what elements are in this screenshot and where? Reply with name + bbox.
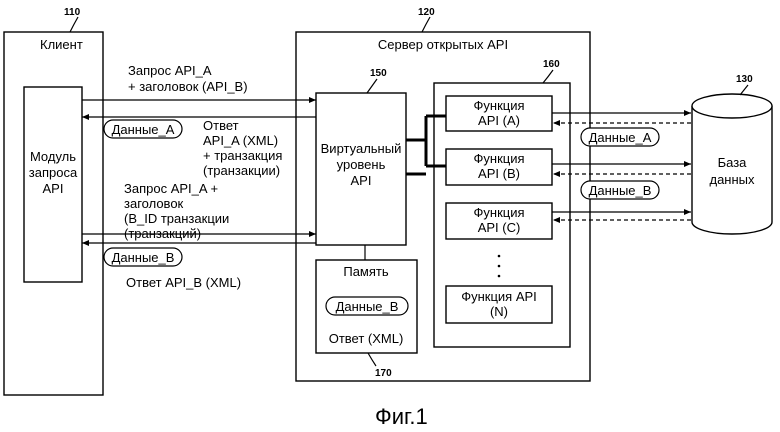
memory-response: Ответ (XML) (329, 331, 404, 346)
module-line-3: API (43, 181, 64, 196)
function-c-line-1: Функция (474, 205, 525, 220)
virtual-layer-line-2: уровень (337, 157, 386, 172)
ref-leader-client (70, 17, 78, 32)
ref-functions-group: 160 (543, 59, 560, 70)
function-b-line-2: API (B) (478, 166, 520, 181)
ref-memory: 170 (375, 368, 392, 379)
function-n-line-2: (N) (490, 304, 508, 319)
module-line-1: Модуль (30, 149, 76, 164)
request-ab-line-3: (B_ID транзакции (124, 211, 229, 226)
database-line-2: данных (709, 172, 755, 187)
figure-caption: Фиг.1 (375, 404, 428, 429)
memory-title: Память (343, 264, 389, 279)
response-a-line-3: + транзакция (203, 148, 282, 163)
response-a-line-4: (транзакции) (203, 163, 280, 178)
function-a-line-2: API (A) (478, 113, 520, 128)
response-a-line-2: API_A (XML) (203, 133, 278, 148)
request-a-line-2: + заголовок (API_B) (128, 79, 248, 94)
request-ab-line-1: Запрос API_A + (124, 181, 218, 196)
client-data-b-label: Данные_B (112, 250, 175, 265)
ref-client: 110 (64, 7, 81, 18)
response-b-label: Ответ API_B (XML) (126, 275, 241, 290)
function-n-line-1: Функция API (461, 289, 537, 304)
response-a-line-1: Ответ (203, 118, 239, 133)
virtual-layer-line-1: Виртуальный (321, 141, 402, 156)
function-c-line-2: API (C) (478, 220, 521, 235)
virtual-layer-line-3: API (351, 173, 372, 188)
db-data-a-label: Данные_A (589, 130, 652, 145)
module-line-2: запроса (29, 165, 78, 180)
function-a-line-1: Функция (474, 98, 525, 113)
db-data-b-label: Данные_B (589, 183, 652, 198)
function-c: Функция API (C) (446, 203, 552, 239)
server-title: Сервер открытых API (378, 37, 508, 52)
ref-database: 130 (736, 74, 753, 85)
database-line-1: База (718, 155, 748, 170)
function-b-line-1: Функция (474, 151, 525, 166)
function-a: Функция API (A) (446, 96, 552, 131)
virtual-api-layer: Виртуальный уровень API (316, 93, 406, 245)
function-n: Функция API (N) (446, 286, 552, 323)
request-ab-line-2: заголовок (124, 196, 184, 211)
client-data-a-label: Данные_A (112, 122, 175, 137)
client-title: Клиент (40, 37, 83, 52)
database-cylinder: База данных (692, 94, 772, 234)
api-request-module: Модуль запроса API (24, 87, 82, 282)
function-b: Функция API (B) (446, 149, 552, 185)
ref-virtual-layer: 150 (370, 68, 387, 79)
request-a-line-1: Запрос API_A (128, 63, 212, 78)
ref-leader-server (422, 17, 430, 32)
memory-block: Память Данные_B Ответ (XML) (316, 260, 417, 353)
ref-server: 120 (418, 7, 435, 18)
ref-leader-database (740, 85, 748, 95)
memory-data-b-label: Данные_B (336, 299, 399, 314)
